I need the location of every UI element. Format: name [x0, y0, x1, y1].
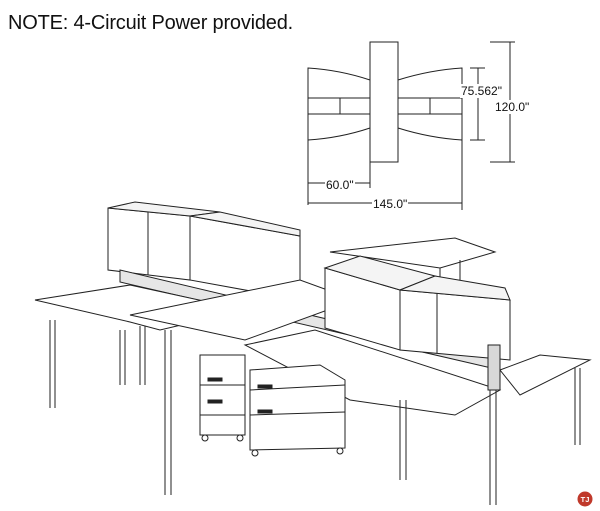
brand-logo: TJ: [577, 491, 593, 507]
dimension-height-inner: 75.562": [460, 84, 503, 98]
dimension-height-outer: 120.0": [494, 100, 531, 114]
brand-logo-text: TJ: [581, 495, 590, 504]
workstation-isometric-drawing: [34, 201, 592, 505]
plan-view-diagram: [307, 41, 515, 210]
note-text: NOTE: 4-Circuit Power provided.: [8, 12, 294, 34]
dimension-width-half: 60.0": [325, 178, 355, 192]
dimension-width-total: 145.0": [372, 197, 409, 211]
